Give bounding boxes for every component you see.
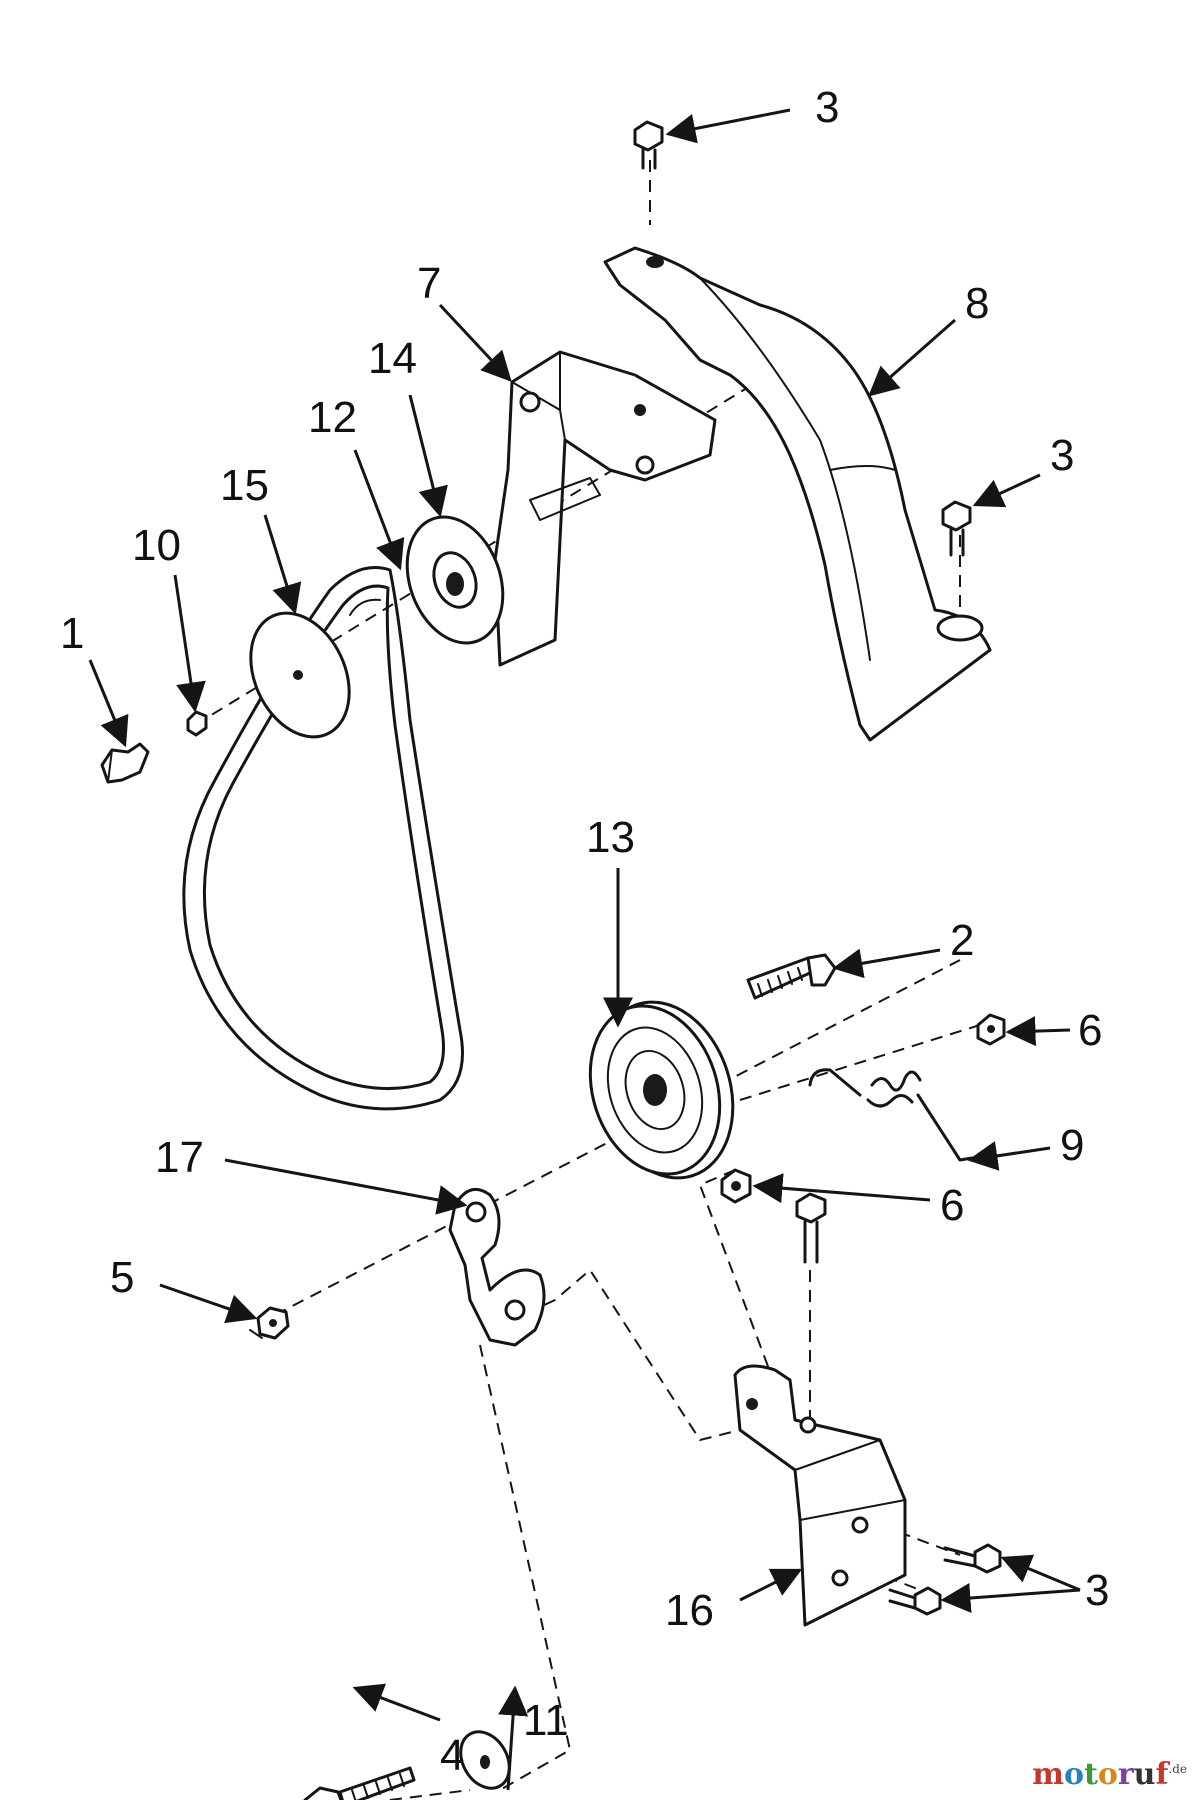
flange-nut	[249, 1306, 290, 1340]
callout-15: 15	[220, 461, 269, 510]
mounting-bracket	[493, 350, 717, 667]
pulley	[405, 515, 505, 645]
watermark-tld: .de	[1168, 1762, 1187, 1776]
callout-4: 4	[440, 1731, 464, 1780]
lower-bracket	[733, 1364, 907, 1627]
bolt-lower-vertical	[795, 1192, 827, 1264]
callout-9: 9	[1060, 1121, 1084, 1170]
callout-8: 8	[965, 279, 989, 328]
bolt-top	[633, 120, 664, 170]
bolt-right	[941, 500, 972, 557]
hex-nut-small	[186, 710, 208, 737]
pulley-disc	[249, 611, 351, 739]
callout-14: 14	[368, 334, 417, 383]
callout-10: 10	[132, 521, 181, 570]
long-bolt	[303, 1766, 416, 1800]
callout-5: 5	[110, 1253, 134, 1302]
nut-lower	[720, 1168, 752, 1204]
shoulder-bolt	[746, 953, 837, 1000]
washer	[459, 1730, 511, 1790]
callout-11: 11	[523, 1696, 569, 1745]
callout-16: 16	[665, 1586, 714, 1635]
callout-7: 7	[417, 259, 441, 308]
watermark-brand: motoruf	[1032, 1757, 1169, 1792]
callout-2: 2	[950, 916, 974, 965]
callout-6-lower: 6	[940, 1181, 964, 1230]
callout-6-upper: 6	[1078, 1006, 1102, 1055]
hex-bolt	[100, 742, 150, 784]
callout-3-top: 3	[815, 83, 839, 132]
idler-pulley	[588, 1000, 735, 1180]
callout-3-lower: 3	[1085, 1566, 1109, 1615]
bolt-lower-1	[943, 1543, 1002, 1574]
callout-labels: 3 7 8 14 12 3 15 10 1 13 2 6 9 17 6 5 3 …	[60, 83, 1109, 1780]
callout-1: 1	[60, 609, 84, 658]
watermark-logo: motoruf.de	[1032, 1757, 1187, 1792]
spring	[808, 1068, 974, 1162]
idler-arm	[448, 1187, 546, 1347]
callout-13: 13	[586, 813, 635, 862]
bolt-lower-2	[888, 1586, 942, 1616]
leader-lines	[88, 108, 1081, 1791]
callout-12: 12	[308, 393, 357, 442]
callout-3-right: 3	[1050, 431, 1074, 480]
callout-17: 17	[155, 1133, 204, 1182]
belt-guard	[603, 246, 992, 742]
nut-upper	[976, 1013, 1006, 1046]
